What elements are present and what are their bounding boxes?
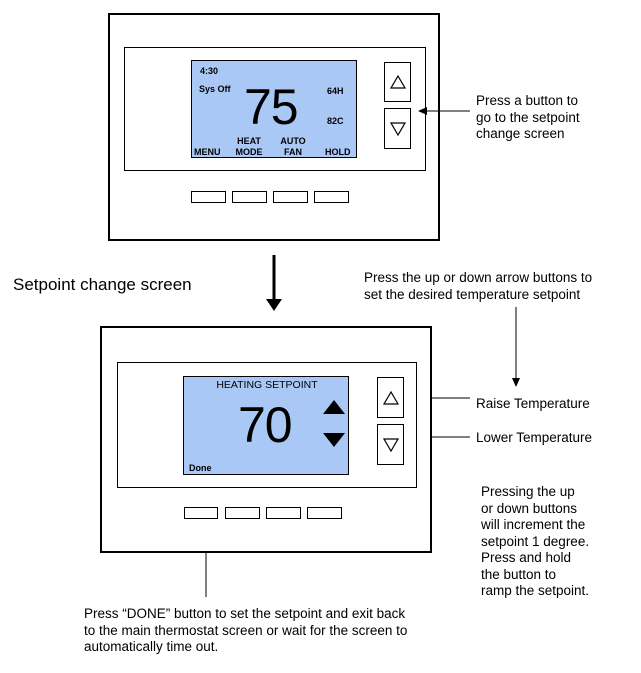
callout-line: set the desired temperature setpoint [364, 286, 581, 302]
bottom-up-button[interactable] [377, 377, 404, 418]
bottom-lcd-display: HEATING SETPOINT 70 Done [183, 376, 349, 475]
callout-line: Press the up or down arrow buttons to [364, 270, 593, 285]
heat-setpoint: 64H [327, 86, 344, 96]
callout-press-arrows: Press the up or down arrow buttons to se… [364, 270, 592, 303]
done-label: Done [189, 463, 212, 473]
callout-raise-temperature: Raise Temperature [476, 396, 590, 411]
bottom-softkey-4[interactable] [307, 507, 342, 519]
softkey-label-mode: HEAT MODE [232, 136, 266, 157]
top-up-button[interactable] [384, 62, 411, 102]
down-triangle-icon [389, 121, 406, 136]
top-lcd-display: 4:30 Sys Off 75 64H 82C MENU HEAT MODE A… [191, 60, 357, 158]
heating-setpoint-header: HEATING SETPOINT [216, 379, 318, 391]
softkey-label-fan: AUTO FAN [276, 136, 310, 157]
down-triangle-icon [382, 437, 399, 452]
callout-line: ramp the setpoint. [481, 583, 590, 598]
callout-line: to the main thermostat screen or wait fo… [84, 622, 408, 638]
bottom-down-button[interactable] [377, 424, 404, 465]
fan-line1: AUTO [280, 136, 306, 146]
up-triangle-icon [382, 390, 399, 405]
time-display: 4:30 [200, 66, 219, 76]
done-softkey[interactable] [184, 507, 218, 519]
top-softkey-4[interactable] [314, 191, 349, 203]
cool-setpoint: 82C [327, 116, 344, 126]
setpoint-change-screen-title: Setpoint change screen [13, 275, 192, 294]
callout-line: setpoint 1 degree. [481, 533, 590, 549]
mode-line2: MODE [235, 147, 263, 157]
top-down-button[interactable] [384, 108, 411, 149]
fan-line2: FAN [284, 147, 302, 157]
mode-line1: HEAT [237, 136, 261, 146]
callout-line: Press a button to [476, 93, 579, 108]
top-softkey-1[interactable] [191, 191, 226, 203]
callout-line: Press and hold [481, 550, 572, 565]
callout-line: automatically time out. [84, 639, 219, 654]
transition-arrowhead [266, 299, 282, 311]
callout-line: Pressing the up [481, 484, 575, 499]
callout-lower-temperature: Lower Temperature [476, 430, 593, 445]
callout-done: Press “DONE” button to set the setpoint … [84, 606, 407, 656]
callout-line: go to the setpoint [476, 109, 580, 125]
callout-line: the button to [481, 566, 557, 582]
lcd-down-arrow-icon [323, 433, 345, 447]
top-softkey-2[interactable] [232, 191, 267, 203]
lcd-up-arrow-icon [323, 400, 345, 414]
softkey-label-hold: HOLD [325, 147, 351, 157]
callout-line: or down buttons [481, 500, 578, 516]
callout-press-button: Press a button to go to the setpoint cha… [476, 93, 580, 143]
bottom-softkey-3[interactable] [266, 507, 301, 519]
current-temperature: 75 [244, 79, 299, 135]
bottom-softkey-2[interactable] [225, 507, 260, 519]
softkey-label-menu: MENU [194, 147, 221, 157]
system-status: Sys Off [199, 84, 231, 94]
up-triangle-icon [389, 75, 406, 89]
callout-increment: Pressing the up or down buttons will inc… [481, 484, 589, 600]
setpoint-value: 70 [238, 397, 293, 453]
callout-line: will increment the [481, 517, 586, 532]
callout-line: Press “DONE” button to set the setpoint … [84, 606, 406, 621]
callout-line: change screen [476, 126, 565, 141]
top-softkey-3[interactable] [273, 191, 308, 203]
